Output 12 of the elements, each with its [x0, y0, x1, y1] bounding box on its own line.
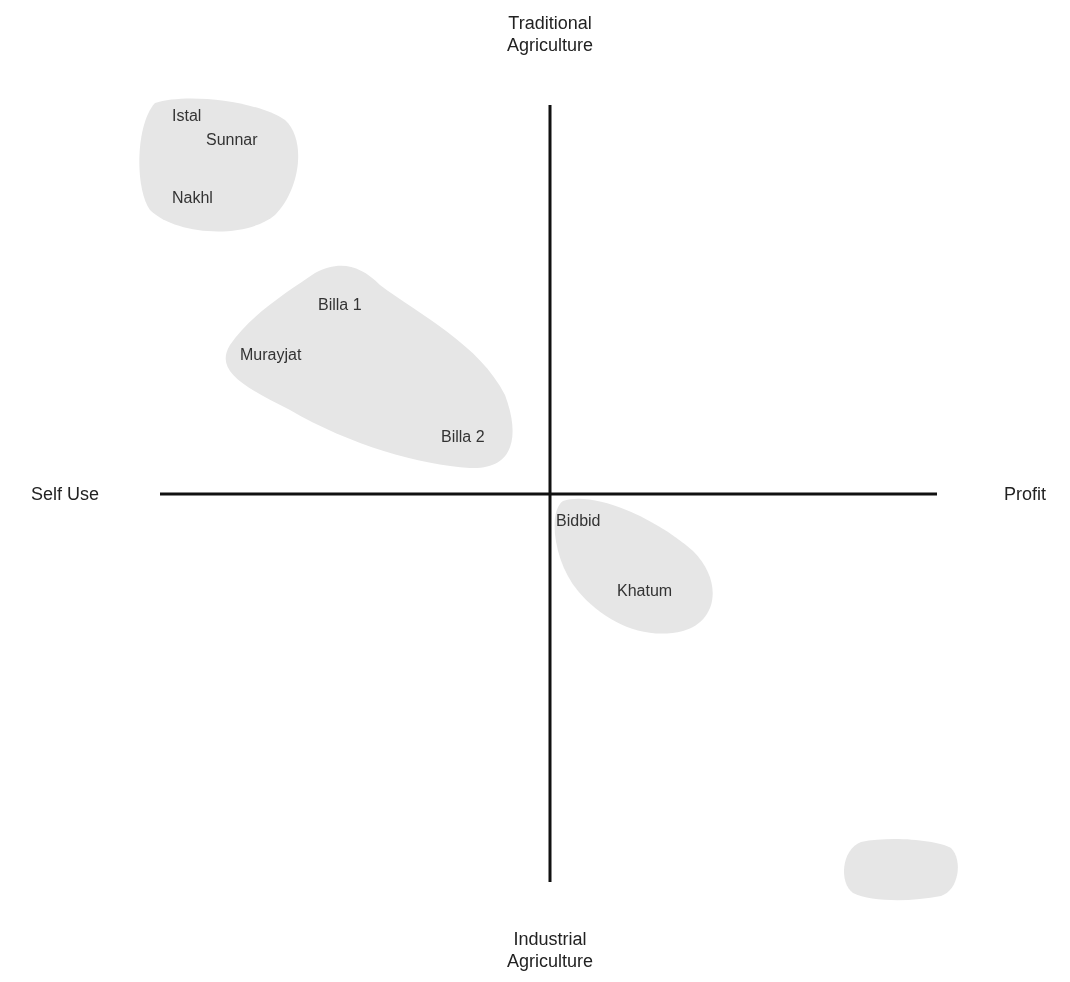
place-name: Billa 1	[318, 296, 362, 314]
place-name: Bidbid	[556, 512, 601, 530]
place-name: Billa 2	[441, 428, 485, 446]
axis-label: Self Use	[30, 483, 100, 505]
axis-label: Profit	[1003, 483, 1047, 505]
place-name: Istal	[172, 107, 202, 125]
place-name: Nakhl	[172, 189, 213, 207]
place-name: Sunnar	[206, 131, 258, 149]
place-name: Khatum	[617, 582, 673, 600]
place-name: Murayjat	[240, 346, 302, 364]
axis-label: Industrial Agriculture	[505, 928, 594, 972]
axis-label: Traditional Agriculture	[505, 12, 594, 56]
